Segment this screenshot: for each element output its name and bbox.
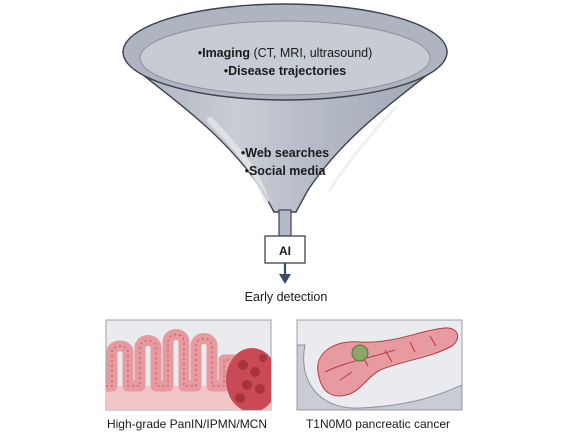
pancreas-organ (317, 327, 459, 397)
down-arrow-icon (279, 263, 291, 284)
ai-label: AI (279, 244, 291, 258)
funnel-top-item-1: •Imaging (CT, MRI, ultrasound) (198, 46, 373, 60)
funnel (122, 3, 448, 237)
dysplastic-cluster (226, 348, 271, 410)
duodenum (297, 344, 462, 410)
early-detection-label: Early detection (245, 290, 328, 304)
funnel-body-item-2: •Social media (245, 164, 327, 178)
ai-box: AI (264, 235, 306, 264)
tumor (351, 344, 369, 362)
funnel-spout (278, 209, 292, 237)
funnel-top-surface (139, 20, 431, 96)
panel-precursor-lesion (105, 319, 272, 411)
caption-precursor-lesion: High-grade PanIN/IPMN/MCN (107, 417, 267, 431)
panel-pancreas (296, 319, 463, 411)
funnel-highlight (207, 117, 269, 203)
funnel-body-item-1: •Web searches (241, 146, 329, 160)
funnel-highlight-right (328, 106, 397, 192)
caption-pancreatic-cancer: T1N0M0 pancreatic cancer (306, 417, 450, 431)
funnel-top-item-2: •Disease trajectories (224, 64, 347, 78)
